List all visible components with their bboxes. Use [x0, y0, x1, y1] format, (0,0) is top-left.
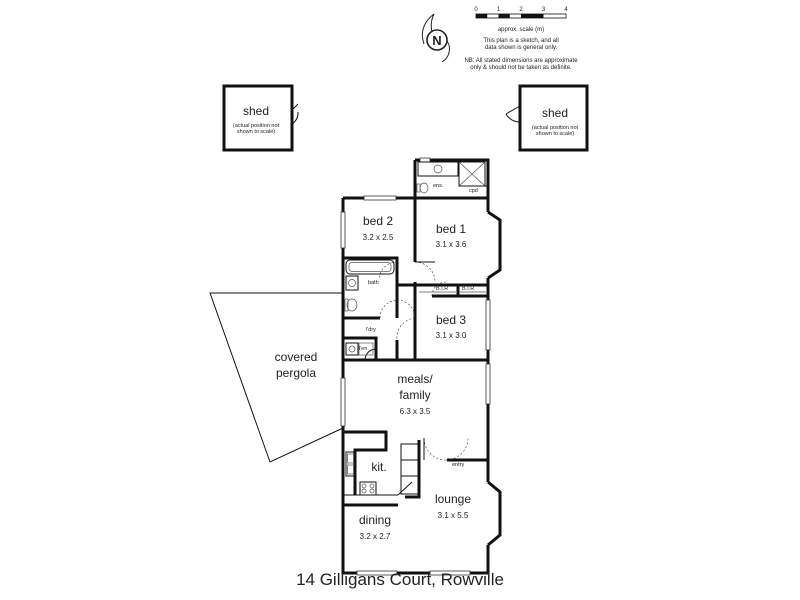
scale-note-2b: only & should not be taken as definite. — [470, 65, 572, 71]
bed1-dim: 3.1 x 3.6 — [436, 240, 467, 249]
scale-note-1b: data shown is general only. — [485, 45, 558, 51]
bir2-name: B.I.R — [462, 286, 474, 292]
shed-left-name: shed — [243, 104, 269, 118]
lounge-name: lounge — [435, 492, 471, 506]
scale-note-2a: NB: All stated dimensions are approximat… — [464, 58, 578, 64]
room-labels: bed 2 3.2 x 2.5 bed 1 3.1 x 3.6 bed 3 3.… — [359, 183, 478, 541]
page-title: 14 Gilligans Court, Rowville — [296, 570, 504, 589]
bed3-name: bed 3 — [436, 313, 466, 327]
scale-tick-2: 2 — [519, 7, 523, 13]
kit-name: kit. — [371, 460, 386, 474]
scale-label: approx. scale (m) — [498, 27, 544, 33]
bath-name: bath — [368, 280, 379, 286]
entry-name: entry — [452, 462, 464, 468]
shed-right: shed (actual position not shown to scale… — [505, 84, 589, 152]
meals-dim: 6.3 x 3.5 — [400, 407, 431, 416]
windows — [340, 157, 491, 576]
bed2-dim: 3.2 x 2.5 — [363, 233, 394, 242]
bir1-name: B.I.R — [436, 286, 448, 292]
shed-left-note-2: shown to scale) — [237, 129, 275, 135]
bed3-dim: 3.1 x 3.0 — [436, 331, 467, 340]
scale-tick-0: 0 — [474, 7, 478, 13]
fixtures — [344, 161, 488, 496]
bed1-name: bed 1 — [436, 222, 466, 236]
dining-dim: 3.2 x 2.7 — [360, 532, 391, 541]
pergola-label-1: covered — [275, 350, 318, 364]
scale-bar: 0 1 2 3 4 approx. scale (m) This plan is… — [464, 7, 578, 71]
dining-name: dining — [359, 513, 391, 527]
bed2-name: bed 2 — [363, 214, 393, 228]
meals-name-1: meals/ — [397, 372, 433, 386]
compass-letter: N — [432, 33, 441, 48]
scale-tick-3: 3 — [542, 7, 546, 13]
linen-name: l'en — [359, 346, 367, 352]
meals-name-2: family — [399, 388, 430, 402]
scale-tick-4: 4 — [564, 7, 568, 13]
shed-left-note-1: (actual position not — [233, 123, 280, 129]
shed-left: shed (actual position not shown to scale… — [222, 84, 299, 152]
doors — [364, 261, 469, 496]
covered-pergola: covered pergola — [209, 292, 344, 463]
pergola-label-2: pergola — [276, 366, 316, 380]
lounge-dim: 3.1 x 5.5 — [438, 511, 469, 520]
north-compass-icon: N — [421, 13, 450, 63]
scale-note-1a: This plan is a sketch, and all — [483, 38, 558, 44]
ldry-name: l'dry — [366, 327, 376, 333]
cpd-name: cpd — [469, 188, 478, 194]
shed-right-note-2: shown to scale) — [536, 131, 574, 137]
shed-right-note-1: (actual position not — [532, 125, 579, 131]
scale-tick-1: 1 — [497, 7, 501, 13]
ens-name: ens. — [433, 183, 444, 189]
shed-right-name: shed — [542, 106, 568, 120]
